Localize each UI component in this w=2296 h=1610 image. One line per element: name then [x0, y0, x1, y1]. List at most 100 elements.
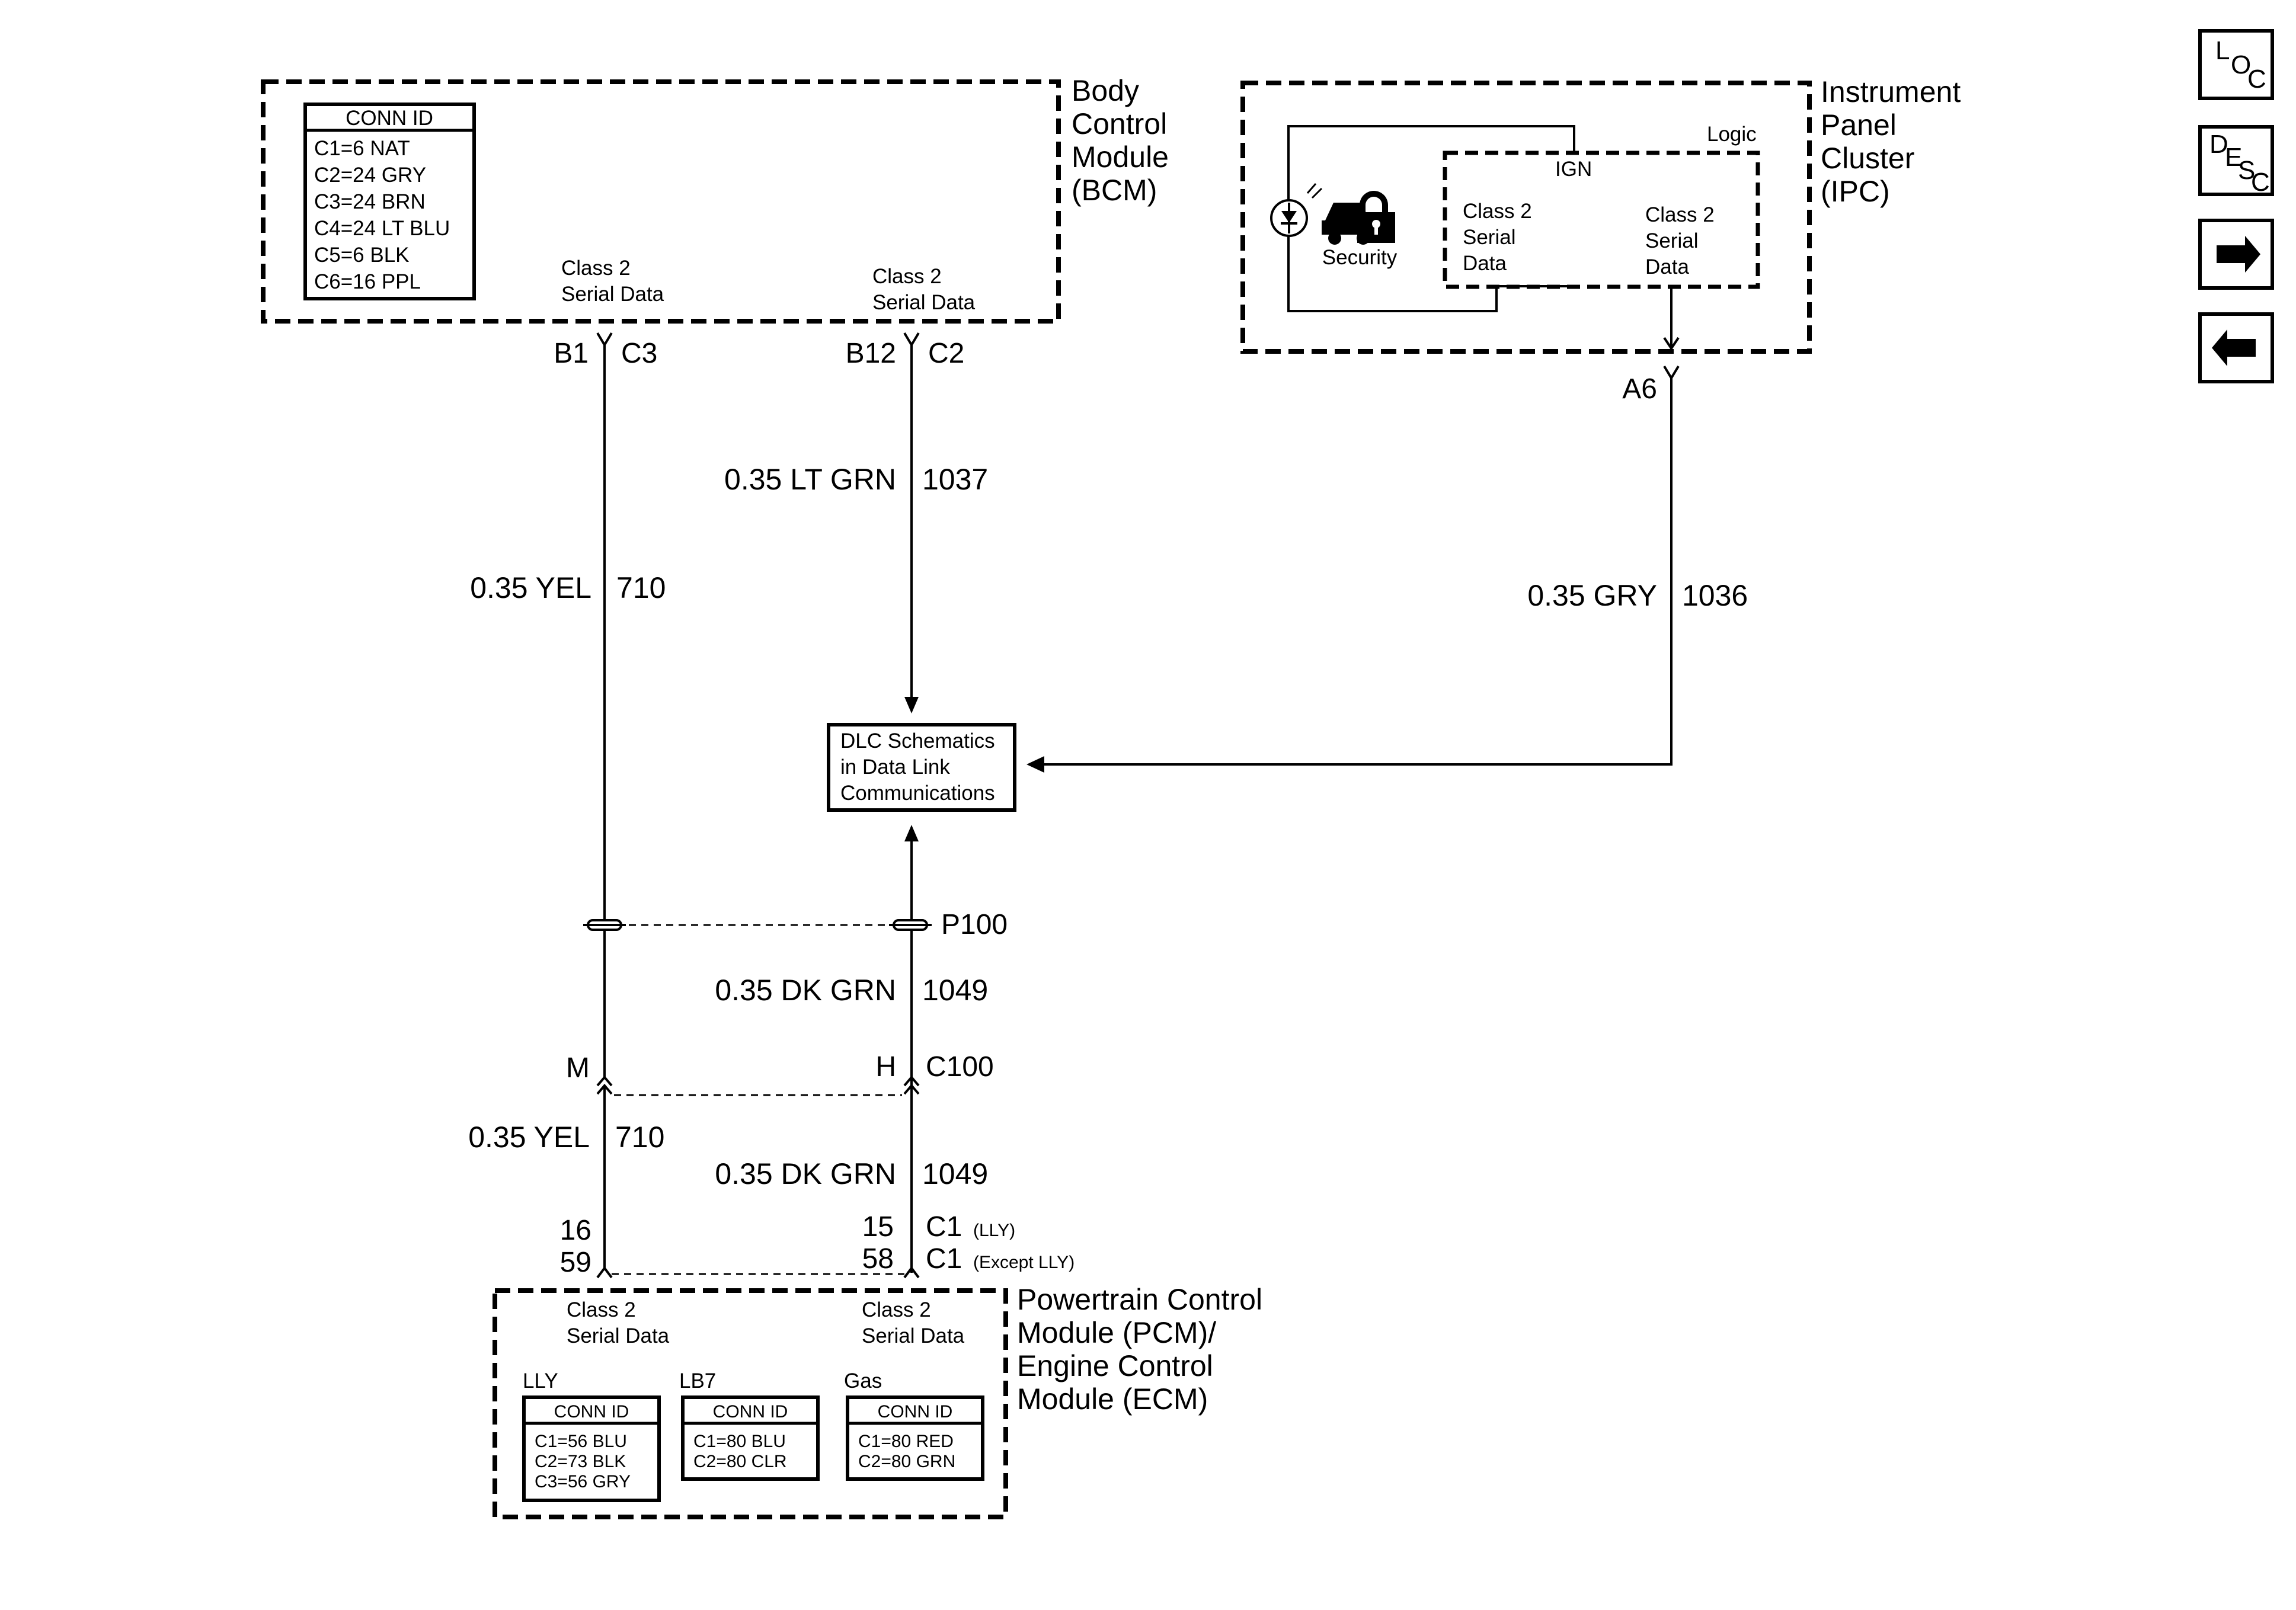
wire-1036-size-color: 0.35 GRY [1527, 579, 1657, 612]
pcm-conn-row: C1=56 BLU [535, 1432, 627, 1451]
bcm-conn-row: C5=6 BLK [314, 244, 410, 267]
bcm-name-line-3: Module [1072, 140, 1169, 174]
pcm-right-pin-symbol [903, 1266, 920, 1279]
wires: 0.35 YEL 710 0.35 LT GRN 1037 0.35 GRY 1… [468, 344, 1748, 1273]
pcm-variant-lly: LLY [523, 1369, 558, 1393]
ipc-module-outline [1240, 81, 1812, 354]
c100-pin-m: M [566, 1052, 590, 1084]
bcm-conn-row: C3=24 BRN [314, 190, 426, 213]
pcm-conn-row: C2=73 BLK [535, 1452, 626, 1471]
ipc-name-line-4: (IPC) [1821, 175, 1890, 208]
desc-button[interactable]: D E S C [2198, 125, 2274, 197]
desc-letter-s: S [2238, 156, 2255, 185]
bcm-serial-right-line-1: Class 2 [872, 265, 942, 288]
desc-letter-c: C [2251, 168, 2270, 197]
bcm-conn-row: C4=24 LT BLU [314, 217, 450, 240]
bcm-serial-left-line-2: Serial Data [561, 283, 664, 306]
pcm-conn-title-lb7: CONN ID [713, 1402, 788, 1422]
pcm-right-conn-lly-note: (LLY) [973, 1221, 1015, 1240]
wire-1036 [1035, 377, 1673, 766]
ipc-name-line-1: Instrument [1821, 75, 1961, 108]
ipc-serial-right-line-3: Data [1645, 255, 1689, 279]
pcm-conn-title-gas: CONN ID [878, 1402, 953, 1422]
security-car-lock-icon [1322, 191, 1395, 245]
pcm-conn-table-lb7: LB7 CONN ID C1=80 BLU C2=80 CLR [679, 1369, 820, 1481]
pcm-conn-row: C3=56 GRY [535, 1472, 631, 1491]
loc-letter-o: O [2231, 50, 2251, 79]
c100-label: C100 [926, 1051, 994, 1083]
bcm-pin-b12: B12 [846, 338, 896, 369]
pcm-conn-row: C2=80 CLR [693, 1452, 787, 1471]
p100-splice-pack: P100 [583, 909, 1008, 940]
wire-710-circuit: 710 [616, 571, 666, 604]
pcm-serial-left-line-2: Serial Data [567, 1324, 670, 1347]
wire-1049-lower-circuit: 1049 [922, 1157, 988, 1190]
security-led-icon [1270, 183, 1323, 237]
pcm-conn-row: C1=80 RED [858, 1432, 954, 1451]
wire-710-size-color: 0.35 YEL [470, 571, 591, 604]
pcm-serial-right-line-2: Serial Data [862, 1324, 965, 1347]
dlc-line-2: in Data Link [840, 756, 950, 779]
pcm-variant-gas: Gas [844, 1369, 882, 1393]
bcm-name-line-4: (BCM) [1072, 174, 1157, 207]
bcm-serial-left-line-1: Class 2 [561, 257, 631, 280]
pcm-variant-lb7: LB7 [679, 1369, 716, 1393]
pcm-ecm-module: 16 59 15 58 C1 (LLY) C1 (Except LLY) Pow… [493, 1211, 1262, 1519]
bcm-pin-b1-symbol [596, 332, 613, 347]
pcm-right-pin-except-lly: 58 [862, 1243, 894, 1275]
desc-letter-d: D [2209, 130, 2228, 159]
ipc-serial-left-line-2: Serial [1463, 226, 1515, 249]
dlc-line-1: DLC Schematics [840, 729, 995, 753]
pcm-module-outline [493, 1288, 1008, 1519]
bcm-serial-right-line-2: Serial Data [872, 291, 976, 314]
ipc-pin-a6-symbol [1663, 365, 1680, 380]
bcm-conn-row: C6=16 PPL [314, 270, 421, 293]
p100-left-splice-symbol [583, 919, 626, 931]
wire-1037-size-color: 0.35 LT GRN [724, 463, 896, 496]
ipc-logic-label: Logic [1707, 123, 1757, 146]
bcm-conn-c3: C3 [621, 338, 657, 369]
pcm-name-line-1: Powertrain Control [1017, 1283, 1262, 1316]
prev-page-button[interactable] [2198, 312, 2274, 383]
pcm-name-line-3: Engine Control [1017, 1349, 1213, 1382]
bcm-module-outline [261, 79, 1061, 324]
wire-1049-circuit: 1049 [922, 974, 988, 1007]
pcm-conn-table-lly: LLY CONN ID C1=56 BLU C2=73 BLK C3=56 GR… [522, 1369, 661, 1502]
ipc-module: Instrument Panel Cluster (IPC) Logic IGN… [1240, 75, 1961, 405]
c100-connector: M H C100 [566, 1051, 994, 1268]
bcm-module: Body Control Module (BCM) CONN ID C1=6 N… [261, 74, 1169, 369]
wire-1049-size-color: 0.35 DK GRN [715, 974, 896, 1007]
pcm-conn-row: C2=80 GRN [858, 1452, 955, 1471]
bcm-conn-c2: C2 [928, 338, 964, 369]
dlc-reference-box: DLC Schematics in Data Link Communicatio… [827, 723, 1016, 812]
wire-710-lower-circuit: 710 [615, 1121, 664, 1154]
next-page-button[interactable] [2198, 219, 2274, 290]
bcm-name-line-1: Body [1072, 74, 1139, 107]
bcm-pin-b1: B1 [554, 338, 589, 369]
arrow-right-icon [2217, 236, 2260, 273]
wire-1037-circuit: 1037 [922, 463, 988, 496]
pcm-name-line-4: Module (ECM) [1017, 1382, 1208, 1416]
bcm-pin-b12-symbol [903, 332, 920, 347]
loc-button[interactable]: L O C [2198, 29, 2274, 100]
pcm-serial-left-line-1: Class 2 [567, 1298, 636, 1321]
pcm-conn-title-lly: CONN ID [554, 1402, 629, 1422]
p100-label: P100 [941, 909, 1008, 940]
ipc-serial-left-line-1: Class 2 [1463, 200, 1532, 223]
wire-1049-lower-size-color: 0.35 DK GRN [715, 1157, 896, 1190]
desc-letter-e: E [2225, 143, 2242, 172]
ipc-serial-right-line-1: Class 2 [1645, 203, 1715, 226]
ipc-serial-left-line-3: Data [1463, 252, 1507, 275]
arrow-left-icon [2212, 329, 2256, 366]
pcm-right-conn-lly: C1 [926, 1211, 962, 1243]
pcm-serial-right-line-1: Class 2 [862, 1298, 931, 1321]
p100-right-splice-symbol [889, 919, 932, 931]
pcm-right-conn-except-lly-note: (Except LLY) [973, 1253, 1075, 1272]
pcm-right-conn-except-lly: C1 [926, 1243, 962, 1275]
loc-letter-l: L [2215, 36, 2230, 65]
bcm-conn-id-title: CONN ID [346, 107, 433, 130]
bcm-conn-row: C1=6 NAT [314, 137, 410, 160]
wire-710-lower-size-color: 0.35 YEL [468, 1121, 590, 1154]
ipc-logic-block [1443, 151, 1760, 289]
